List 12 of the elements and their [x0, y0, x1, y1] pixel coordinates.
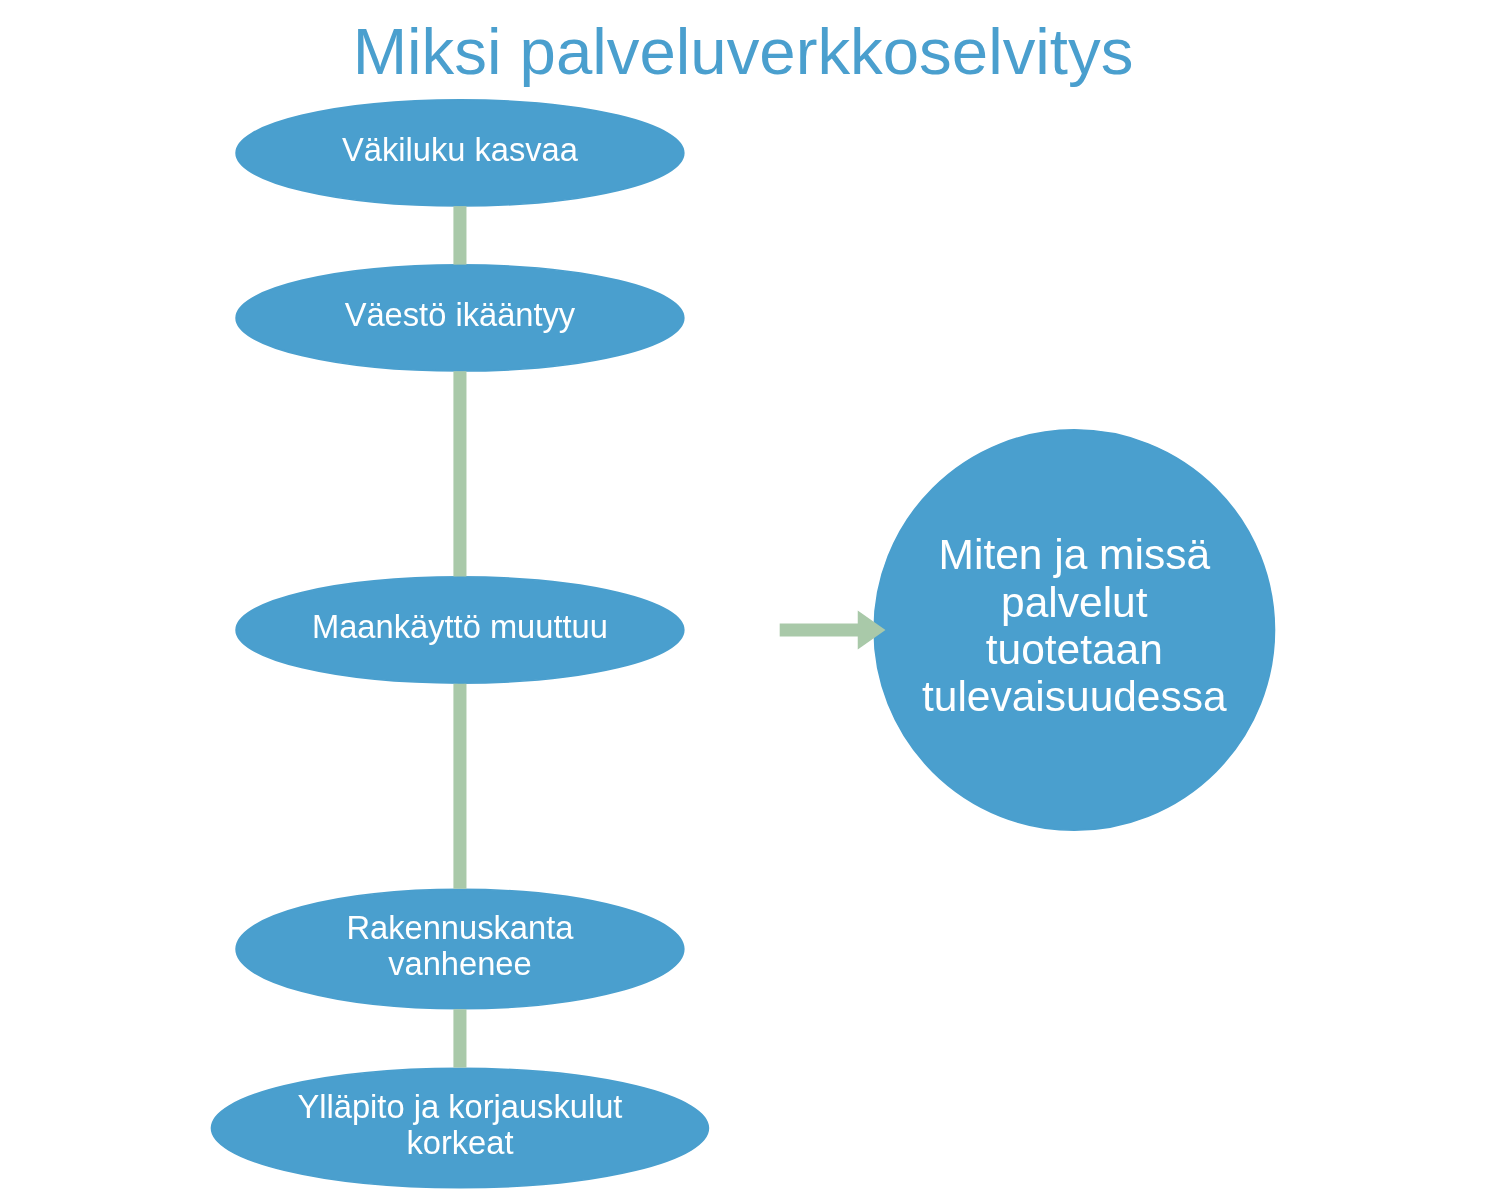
node-ellipse: Väkiluku kasvaa [235, 99, 685, 207]
node-ellipse: Ylläpito ja korjauskulut korkeat [210, 1067, 710, 1189]
connector [453, 206, 467, 265]
connector [453, 683, 467, 889]
node-ellipse: Väestö ikääntyy [235, 264, 685, 372]
node-circle: Miten ja missä palvelut tuotetaan tulevaisuudessa [873, 429, 1276, 831]
connector [453, 1009, 467, 1068]
node-ellipse: Rakennuskanta vanhenee [235, 888, 685, 1010]
node-ellipse: Maankäyttö muuttuu [235, 576, 685, 684]
diagram-title: Miksi palveluverkkoselvitys [352, 14, 1134, 88]
arrow [779, 610, 886, 650]
connector [453, 371, 467, 577]
